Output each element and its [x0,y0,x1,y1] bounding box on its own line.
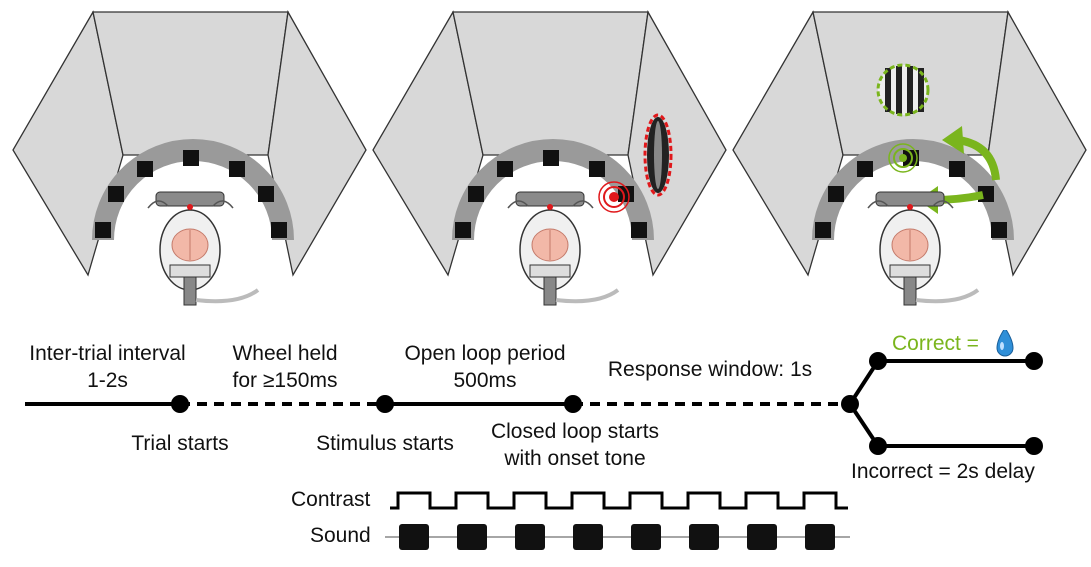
screen-center [92,11,289,156]
iti-duration: 1-2s [87,369,128,392]
screen-center [452,11,649,156]
response-window-label: Response window: 1s [607,358,813,381]
screen-right [987,10,1087,277]
wheel-label: Wheel held [232,342,338,365]
sound-trace [399,524,835,550]
red-sound-icon [598,181,630,213]
sound-label: Sound [310,524,371,547]
correct-end-node [1025,352,1043,370]
rig-panel-intertrial [12,10,367,306]
closed-loop-label-2: with onset tone [504,447,646,470]
trial-starts-label: Trial starts [131,432,229,455]
stimulus-starts-label: Stimulus starts [316,432,454,455]
screen-right [627,10,727,277]
closed-loop-label: Closed loop starts [490,420,660,443]
speaker-arc [812,139,1014,241]
trial-start-node [171,395,189,413]
correct-label: Correct = [892,332,979,355]
speaker-arc [452,139,654,241]
incorrect-branch-node [869,437,887,455]
mouse-on-wheel [507,191,620,306]
closed-loop-node [564,395,582,413]
contrast-label: Contrast [291,488,371,511]
open-loop-label: Open loop period [404,342,566,365]
rig-panel-stimulus [372,10,727,306]
water-drop-icon [996,330,1014,357]
contrast-trace [390,491,848,510]
open-loop-duration: 500ms [453,369,517,392]
decision-node [841,395,859,413]
correct-branch-node [869,352,887,370]
timeline [25,330,1043,550]
incorrect-end-node [1025,437,1043,455]
mouse-on-wheel [867,191,980,306]
grating-stimulus-center [876,63,930,117]
green-sound-icon [888,143,918,173]
screen-right [267,10,367,277]
wheel-duration: for ≥150ms [232,369,338,392]
rig-panel-response [732,10,1087,306]
grating-stimulus-right [643,113,673,197]
incorrect-label: Incorrect = 2s delay [851,460,1035,483]
speaker-arc [92,139,294,241]
iti-label: Inter-trial interval [29,342,186,365]
stimulus-start-node [376,395,394,413]
mouse-on-wheel [147,191,260,306]
